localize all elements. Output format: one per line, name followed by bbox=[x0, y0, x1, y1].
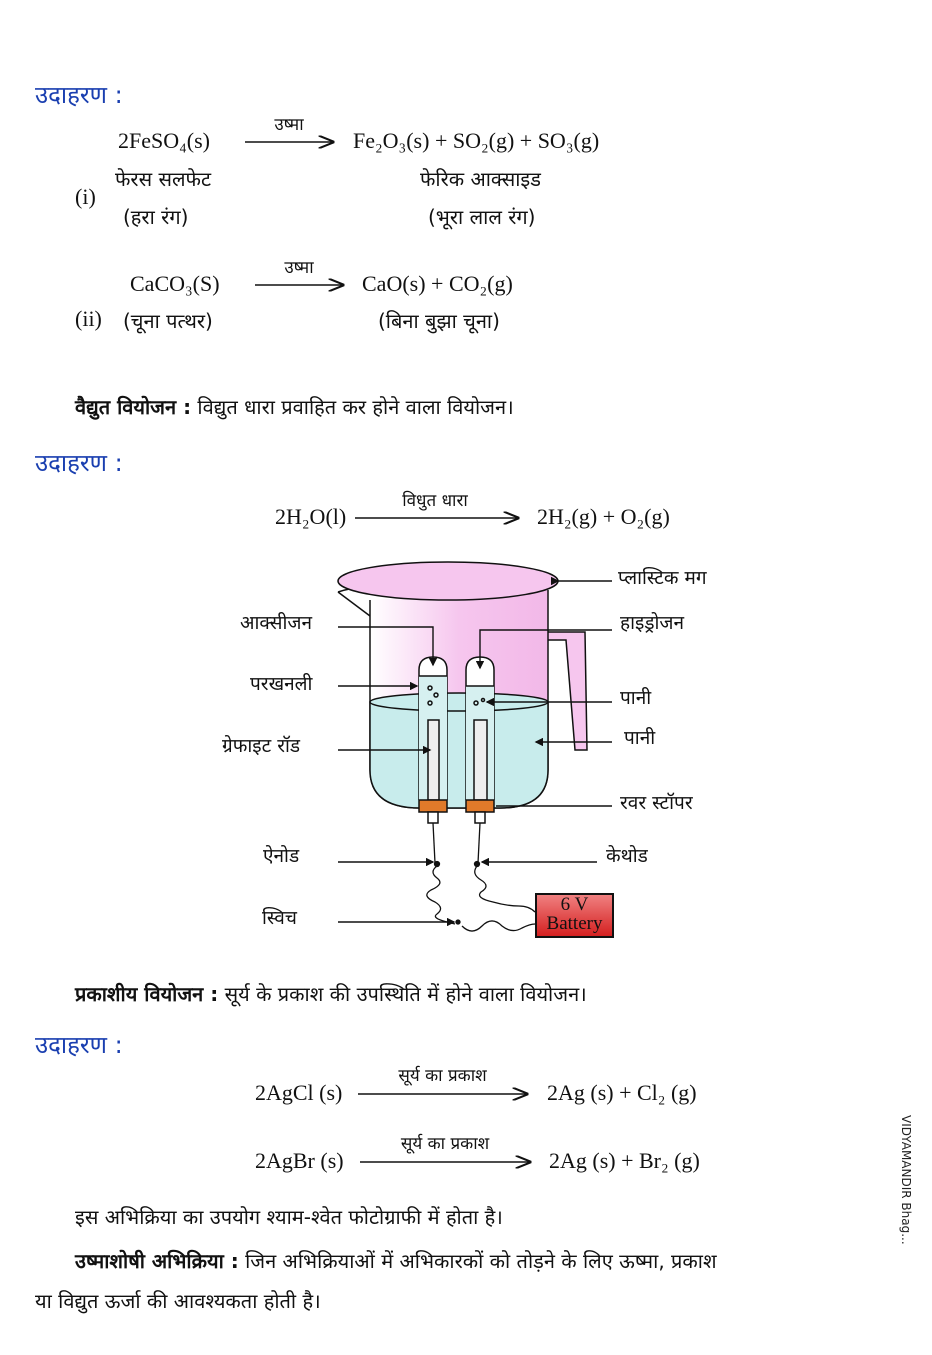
endothermic-definition-line2: या विद्युत ऊर्जा की आवश्यकता होती है। bbox=[35, 1289, 321, 1313]
label-water-mug: पानी bbox=[624, 727, 656, 749]
cathode-wire bbox=[474, 865, 536, 913]
eq1-condition: उष्मा bbox=[274, 115, 304, 135]
agbr-condition: सूर्य का प्रकाश bbox=[400, 1134, 490, 1154]
test-tube-left bbox=[418, 656, 448, 824]
label-switch: स्विच bbox=[262, 907, 297, 929]
agcl-products: 2Ag (s) + Cl₂ (g) bbox=[547, 1080, 697, 1105]
battery-voltage: 6 V bbox=[560, 894, 589, 915]
circuit-wires bbox=[426, 822, 536, 932]
eq1-reactant-color: (हरा रंग) bbox=[123, 205, 189, 229]
label-hydrogen: हाइड्रोजन bbox=[620, 612, 685, 634]
agbr-products: 2Ag (s) + Br₂ (g) bbox=[549, 1148, 700, 1173]
endothermic-term: उष्माशोषी अभिक्रिया : bbox=[75, 1249, 239, 1273]
photolytic-definition: प्रकाशीय वियोजन : सूर्य के प्रकाश की उपस… bbox=[75, 984, 587, 1004]
eq2-products: CaO(s) + CO₂(g) bbox=[362, 271, 513, 296]
example-heading-2: उदाहरण : bbox=[35, 449, 123, 477]
label-rubber-stopper: रवर स्टॉपर bbox=[620, 792, 693, 814]
example-heading: उदाहरण : bbox=[35, 81, 123, 109]
battery: 6 V Battery bbox=[535, 893, 614, 938]
photography-note: इस अभिक्रिया का उपयोग श्याम-श्वेत फोटोग्… bbox=[75, 1205, 503, 1229]
label-water-tube: पानी bbox=[620, 687, 652, 709]
battery-return-wire bbox=[461, 920, 536, 932]
eq1-index: (i) bbox=[75, 184, 96, 209]
test-tube-right bbox=[465, 656, 495, 824]
example-heading-3: उदाहरण : bbox=[35, 1031, 123, 1059]
water-eq-reactant: 2H₂O(l) bbox=[275, 504, 347, 529]
switch-icon bbox=[455, 919, 461, 925]
endothermic-text: जिन अभिक्रियाओं में अभिकारकों को तोड़ने … bbox=[238, 1249, 717, 1273]
eq2-condition: उष्मा bbox=[284, 258, 314, 278]
water-body bbox=[369, 701, 549, 809]
graphite-rod-left bbox=[427, 719, 440, 801]
agbr-reactant: 2AgBr (s) bbox=[255, 1148, 344, 1173]
anode-wire bbox=[426, 865, 456, 925]
label-cathode: केथोड bbox=[606, 845, 648, 867]
eq2-index: (ii) bbox=[75, 306, 102, 331]
endothermic-definition: उष्माशोषी अभिक्रिया : जिन अभिक्रियाओं मे… bbox=[75, 1251, 717, 1271]
graphite-rod-right bbox=[473, 719, 488, 801]
agcl-reactant: 2AgCl (s) bbox=[255, 1080, 343, 1105]
plastic-mug bbox=[337, 561, 588, 809]
stopper-right bbox=[465, 799, 495, 813]
photolytic-term: प्रकाशीय वियोजन : bbox=[75, 982, 219, 1006]
eq1-product-name: फेरिक आक्साइड bbox=[420, 167, 541, 191]
eq1-reactant: 2FeSO₄(s) bbox=[118, 128, 211, 153]
eq2-reactant: CaCO₃(S) bbox=[130, 271, 220, 296]
water-eq-condition: विधुत धारा bbox=[402, 491, 468, 511]
electrolytic-term: वैद्युत वियोजन : bbox=[75, 395, 192, 419]
water-eq-products: 2H₂(g) + O₂(g) bbox=[537, 504, 670, 529]
eq1-reactant-name: फेरस सलफेट bbox=[115, 167, 212, 191]
eq2-reactant-name: (चूना पत्थर) bbox=[123, 309, 213, 333]
label-graphite-rod: ग्रेफाइट रॉड bbox=[222, 735, 301, 757]
label-anode: ऐनोड bbox=[263, 845, 300, 867]
photolytic-text: सूर्य के प्रकाश की उपस्थिति में होने वाल… bbox=[218, 982, 587, 1006]
eq1-product-color: (भूरा लाल रंग) bbox=[428, 205, 536, 229]
electrolytic-definition: वैद्युत वियोजन : विद्युत धारा प्रवाहित क… bbox=[75, 397, 514, 417]
agcl-condition: सूर्य का प्रकाश bbox=[398, 1066, 487, 1086]
battery-label: Battery bbox=[546, 913, 603, 934]
eq2-product-name: (बिना बुझा चूना) bbox=[378, 309, 500, 333]
label-plastic-mug: प्लास्टिक मग bbox=[618, 567, 707, 589]
electrolytic-text: विद्युत धारा प्रवाहित कर होने वाला वियोज… bbox=[191, 395, 514, 419]
eq1-products: Fe₂O₃(s) + SO₂(g) + SO₃(g) bbox=[353, 128, 600, 153]
label-test-tube: परखनली bbox=[250, 673, 313, 695]
mug-handle bbox=[548, 631, 588, 751]
stopper-left bbox=[418, 799, 448, 813]
leader-lines bbox=[338, 576, 612, 927]
mug-rim bbox=[337, 561, 559, 601]
label-oxygen: आक्सीजन bbox=[240, 612, 313, 634]
